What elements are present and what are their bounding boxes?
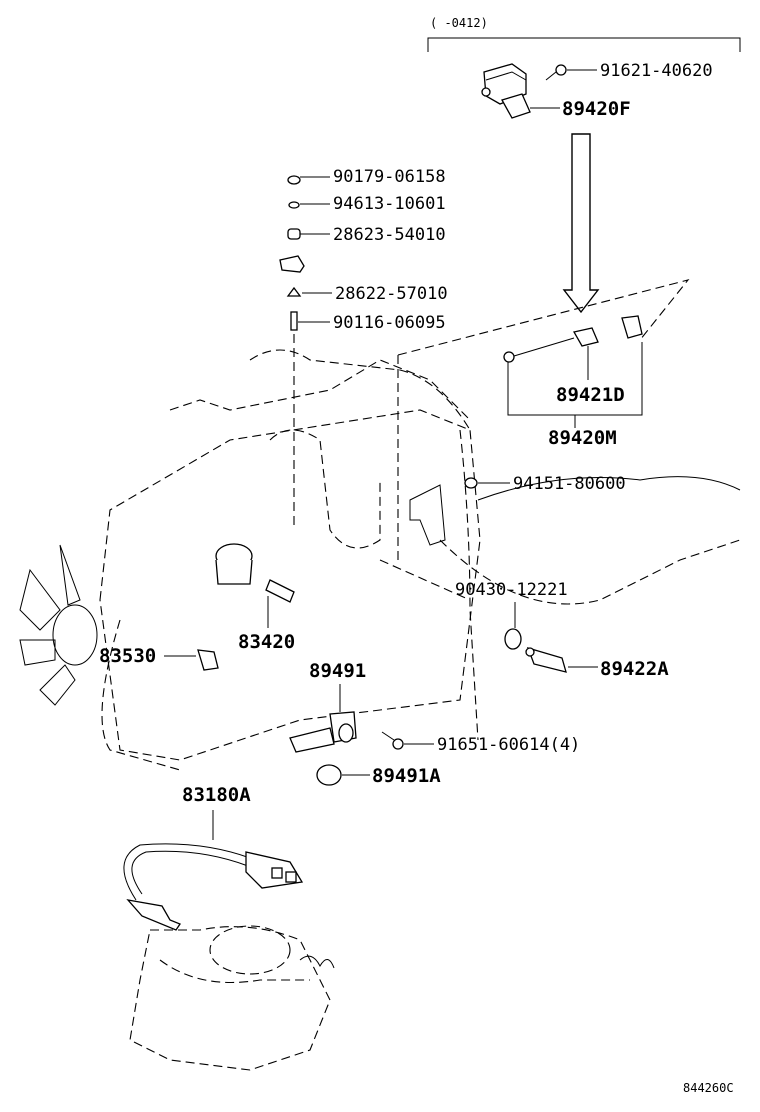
arrow-indicator (562, 133, 600, 314)
o-ring-89491A[interactable] (316, 764, 342, 786)
label-83420[interactable]: 83420 (238, 631, 295, 653)
label-89420F[interactable]: 89420F (562, 98, 631, 120)
assembly-outline (397, 279, 690, 560)
label-89420M[interactable]: 89420M (548, 427, 617, 449)
diagram-code: 844260C (683, 1081, 734, 1095)
label-91621-40620[interactable]: 91621-40620 (600, 61, 713, 81)
stud-90116-06095[interactable] (290, 311, 298, 331)
label-89491A[interactable]: 89491A (372, 765, 441, 787)
bolt-91651-60614[interactable] (381, 731, 404, 750)
transmission-housing (129, 925, 335, 1071)
label-94613-10601[interactable]: 94613-10601 (333, 194, 446, 214)
engine-block (99, 349, 741, 771)
label-94151-80600[interactable]: 94151-80600 (513, 474, 626, 494)
cooling-fan (19, 544, 98, 706)
bolt-91621-40620[interactable] (545, 64, 567, 81)
leader-lines-column (298, 176, 332, 323)
gasket-90430-12221[interactable] (504, 628, 522, 650)
sensor-89491[interactable] (289, 711, 357, 753)
temp-switch-83420[interactable] (215, 543, 295, 603)
label-90430-12221[interactable]: 90430-12221 (455, 580, 568, 600)
washer-94613-10601[interactable] (288, 201, 300, 209)
label-89422A[interactable]: 89422A (600, 658, 669, 680)
bracket-89421D[interactable] (503, 315, 643, 363)
label-83180A[interactable]: 83180A (182, 784, 251, 806)
label-83530[interactable]: 83530 (99, 645, 156, 667)
harness-83180A[interactable] (123, 843, 304, 931)
nut-94151-80600[interactable] (464, 477, 478, 489)
bracket-mount (409, 484, 446, 546)
label-28623-54010[interactable]: 28623-54010 (333, 225, 446, 245)
label-89491[interactable]: 89491 (309, 660, 366, 682)
date-range-bracket (427, 37, 741, 52)
oil-pressure-switch-83530[interactable] (197, 649, 219, 671)
label-90116-06095[interactable]: 90116-06095 (333, 313, 446, 333)
nut-90179-06158[interactable] (287, 175, 301, 185)
leader-line (513, 337, 575, 357)
bracket-small (279, 255, 305, 273)
label-91651-60614[interactable]: 91651-60614(4) (437, 735, 580, 755)
label-28622-57010[interactable]: 28622-57010 (335, 284, 448, 304)
cushion-28623-54010[interactable] (287, 228, 301, 240)
date-range-label: ( -0412) (430, 16, 488, 30)
water-temp-sensor-89422A[interactable] (525, 647, 567, 673)
label-89421D[interactable]: 89421D (556, 384, 625, 406)
cushion-28622-57010[interactable] (286, 286, 302, 297)
label-90179-06158[interactable]: 90179-06158 (333, 167, 446, 187)
pressure-sensor-89420F[interactable] (481, 63, 531, 119)
